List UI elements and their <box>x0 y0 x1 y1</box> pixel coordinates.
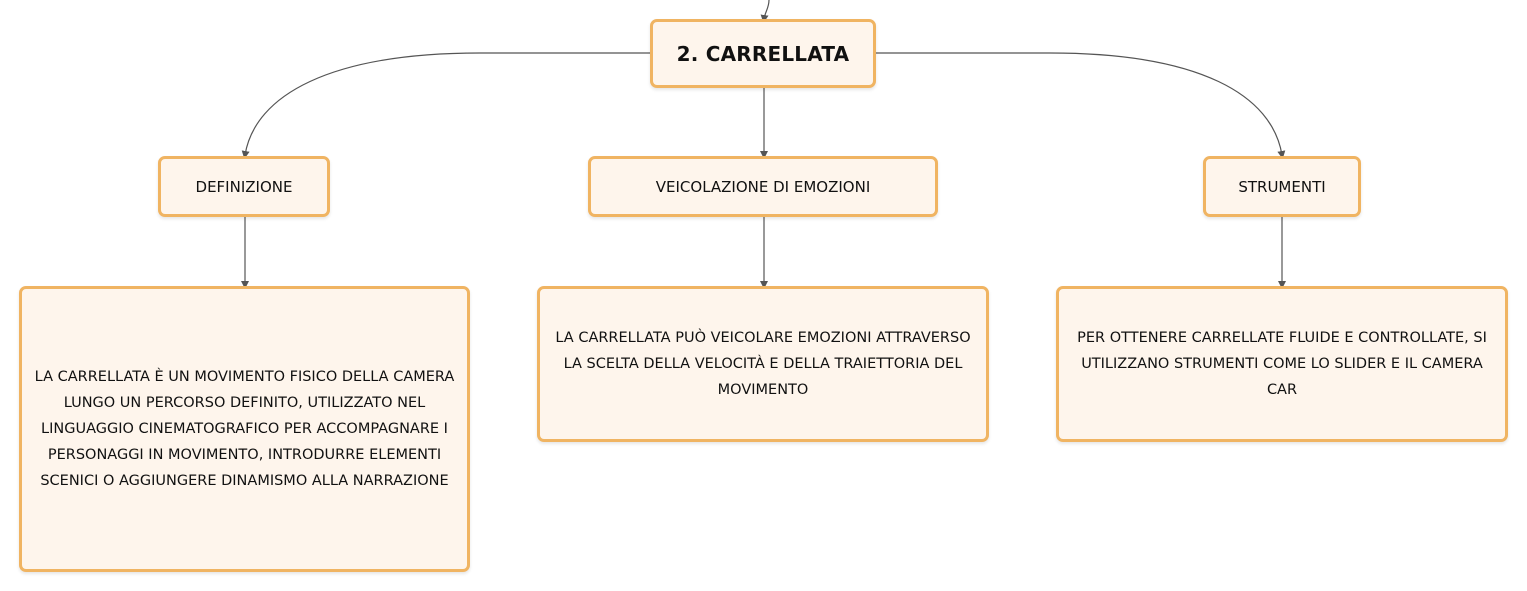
detail-node-text: La carrellata è un movimento fisico dell… <box>34 369 455 489</box>
root-node-label: 2. Carrellata <box>676 41 850 66</box>
detail-node-definizione[interactable]: La carrellata è un movimento fisico dell… <box>19 286 470 572</box>
detail-node-text: La carrellata può veicolare emozioni att… <box>555 330 971 398</box>
detail-node-veicolazione[interactable]: La carrellata può veicolare emozioni att… <box>537 286 989 442</box>
connector-root-to-strumenti <box>876 52 1286 159</box>
connector-root-to-definizione <box>241 52 650 159</box>
branch-node-veicolazione[interactable]: Veicolazione di emozioni <box>588 156 938 217</box>
branch-node-label: Definizione <box>195 177 293 196</box>
detail-node-strumenti[interactable]: Per ottenere carrellate fluide e control… <box>1056 286 1508 442</box>
detail-node-text: Per ottenere carrellate fluide e control… <box>1077 330 1487 398</box>
branch-node-label: Veicolazione di emozioni <box>655 177 871 196</box>
branch-node-strumenti[interactable]: Strumenti <box>1203 156 1361 217</box>
connector-parent-to-root <box>760 0 770 23</box>
branch-node-definizione[interactable]: Definizione <box>158 156 330 217</box>
root-node[interactable]: 2. Carrellata <box>650 19 876 88</box>
branch-node-label: Strumenti <box>1238 177 1326 196</box>
